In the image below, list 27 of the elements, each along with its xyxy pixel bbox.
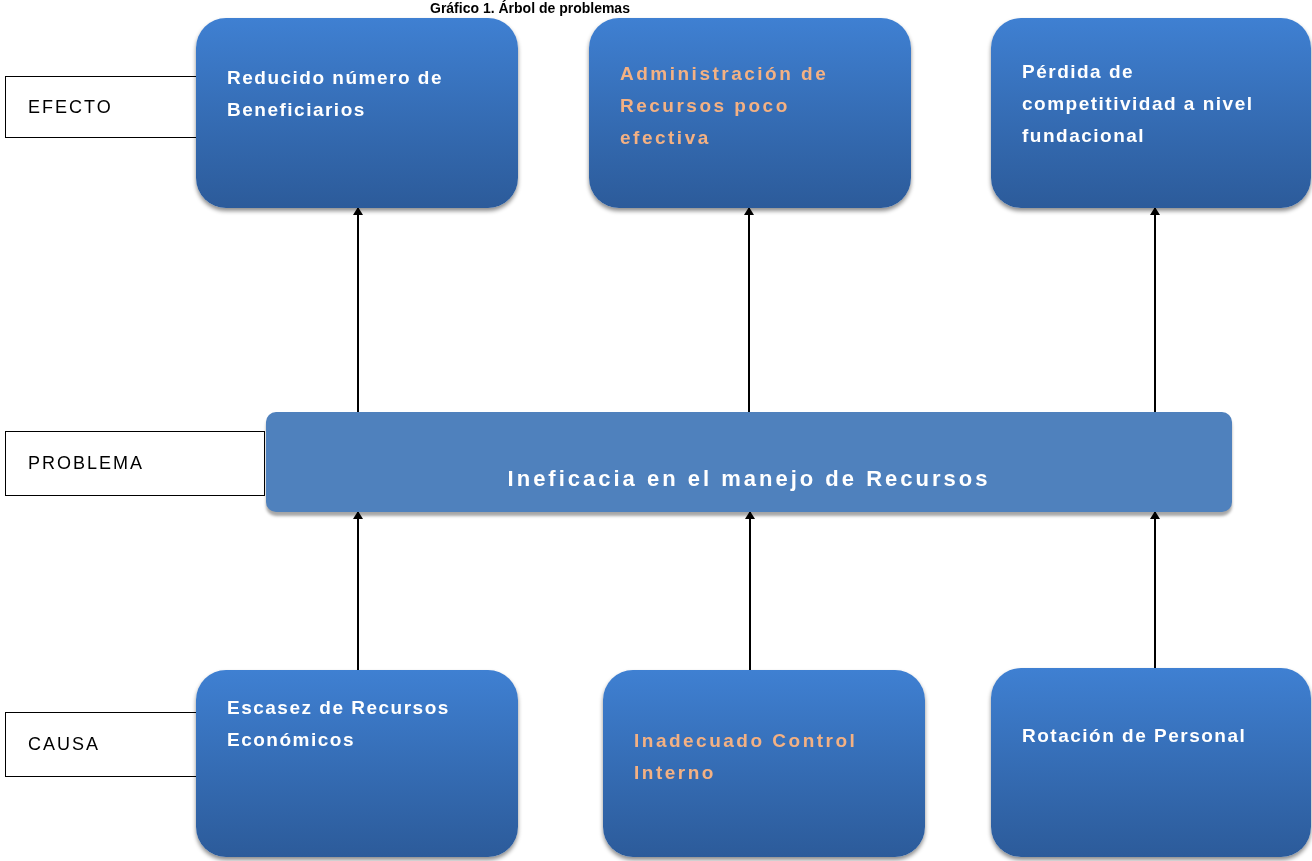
arrow	[353, 207, 363, 413]
arrow	[1150, 511, 1160, 669]
node-text: Escasez de Recursos Económicos	[227, 696, 451, 752]
row-label-box	[5, 712, 198, 777]
rounded-box	[589, 18, 911, 208]
node-text: Ineficacia en el manejo de Recursos	[507, 464, 991, 493]
arrow	[353, 511, 363, 671]
node-text: Inadecuado Control Interno	[634, 729, 859, 785]
arrow	[1150, 207, 1160, 413]
rounded-box	[603, 670, 925, 857]
problem-box	[266, 412, 1232, 512]
rounded-box	[991, 18, 1311, 208]
rounded-box	[196, 18, 518, 208]
row-label-box	[5, 76, 198, 138]
rounded-box	[991, 668, 1311, 857]
rounded-box	[196, 670, 518, 857]
diagram-title: Gráfico 1. Árbol de problemas	[430, 0, 630, 16]
node-text: Administración de Recursos poco efectiva	[620, 62, 830, 150]
node-text: PROBLEMA	[28, 452, 145, 475]
arrow	[744, 207, 754, 413]
node-text: Pérdida de competitividad a nivel fundacional	[1022, 60, 1255, 148]
arrow	[745, 511, 755, 671]
node-text: Reducido número de Beneficiarios	[227, 66, 444, 122]
row-label-box	[5, 431, 265, 496]
node-text: Rotación de Personal	[1022, 724, 1248, 748]
node-text: CAUSA	[28, 733, 100, 756]
node-text: EFECTO	[28, 95, 113, 119]
